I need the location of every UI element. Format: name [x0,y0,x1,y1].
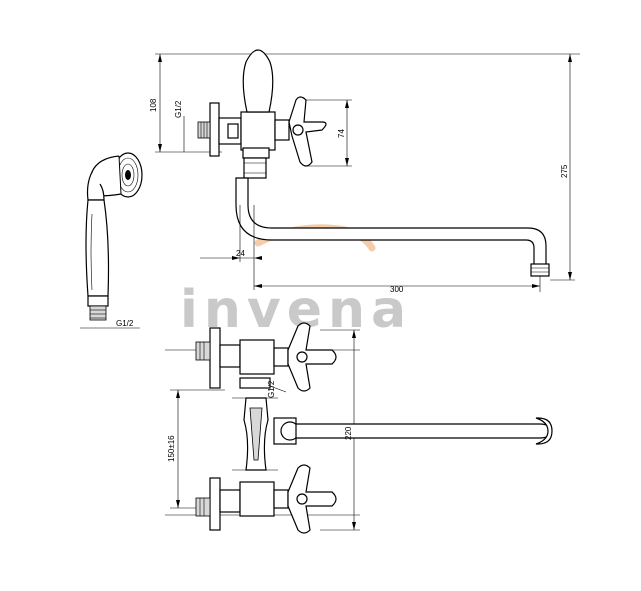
shower-handle [85,199,110,297]
upper-valve-body [239,339,275,375]
wall-flange [209,102,220,157]
side-elevation-view [155,49,580,292]
aerator [530,263,550,277]
dim-hand-shower-thread: G1/2 [116,319,134,328]
dim-overall-height: 275 [560,164,569,178]
dim-offset: 24 [236,249,245,258]
dim-center-spacing: 150±16 [167,435,176,462]
lower-thread [195,497,211,517]
dim-top-height: 108 [149,98,158,112]
spout-nut [243,157,267,179]
long-spout-pipe [235,177,547,267]
shower-hook [242,49,274,113]
dim-front-height: 220 [344,426,353,440]
front-elevation-view [165,322,553,534]
cross-handle-side [288,96,327,167]
upper-wall-flange [209,327,221,389]
dim-front-thread: G1/2 [267,380,276,398]
front-spout [295,423,551,439]
lower-wall-flange [209,477,221,531]
dim-handle-height: 74 [337,129,346,138]
shower-thread [89,305,107,321]
valve-body [240,111,276,151]
lower-cross-handle [287,464,337,534]
lower-valve-body [239,481,275,517]
watermark: invena [180,224,406,340]
dim-spout-length: 300 [390,285,404,294]
hand-shower [80,152,143,329]
dim-thread-top: G1/2 [174,100,183,118]
upper-cross-handle [287,322,337,392]
upper-thread [195,341,211,361]
